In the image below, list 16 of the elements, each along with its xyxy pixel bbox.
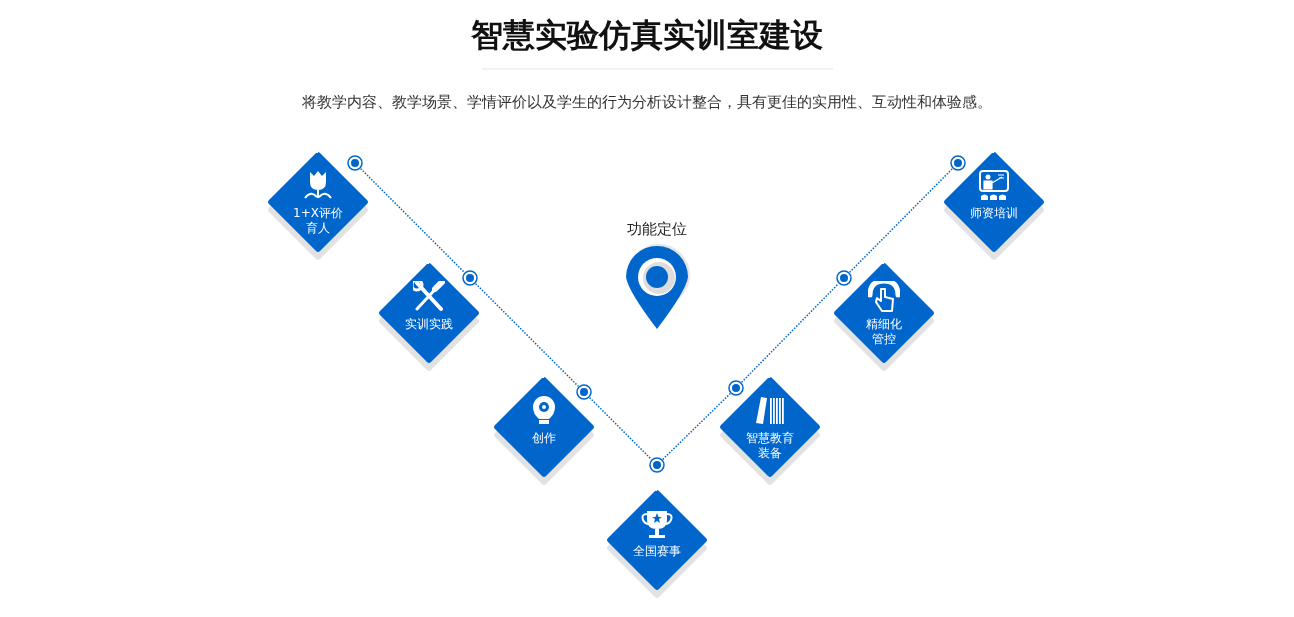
tile-label: 师资培训 — [969, 206, 1019, 221]
dotted-connector — [848, 167, 954, 274]
dotted-connector — [740, 282, 840, 384]
subtitle: 将教学内容、教学场景、学情评价以及学生的行为分析设计整合，具有更佳的实用性、互动性和体验感。 — [301, 92, 993, 112]
tile-label: 1+X评价育人 — [292, 206, 344, 236]
tile-label: 创作 — [531, 431, 557, 446]
tile-label: 精细化管控 — [865, 317, 903, 347]
dotted-connector — [662, 392, 731, 461]
dotted-connector — [474, 282, 580, 388]
dotted-connector — [359, 167, 466, 274]
title: 智慧实验仿真实训室建设 — [470, 15, 824, 56]
tile-label: 全国赛事 — [632, 544, 682, 559]
tile-label: 实训实践 — [404, 317, 454, 332]
tile-label: 智慧教育装备 — [745, 431, 795, 461]
dotted-connector — [588, 396, 653, 461]
pin-label: 功能定位 — [626, 220, 688, 238]
